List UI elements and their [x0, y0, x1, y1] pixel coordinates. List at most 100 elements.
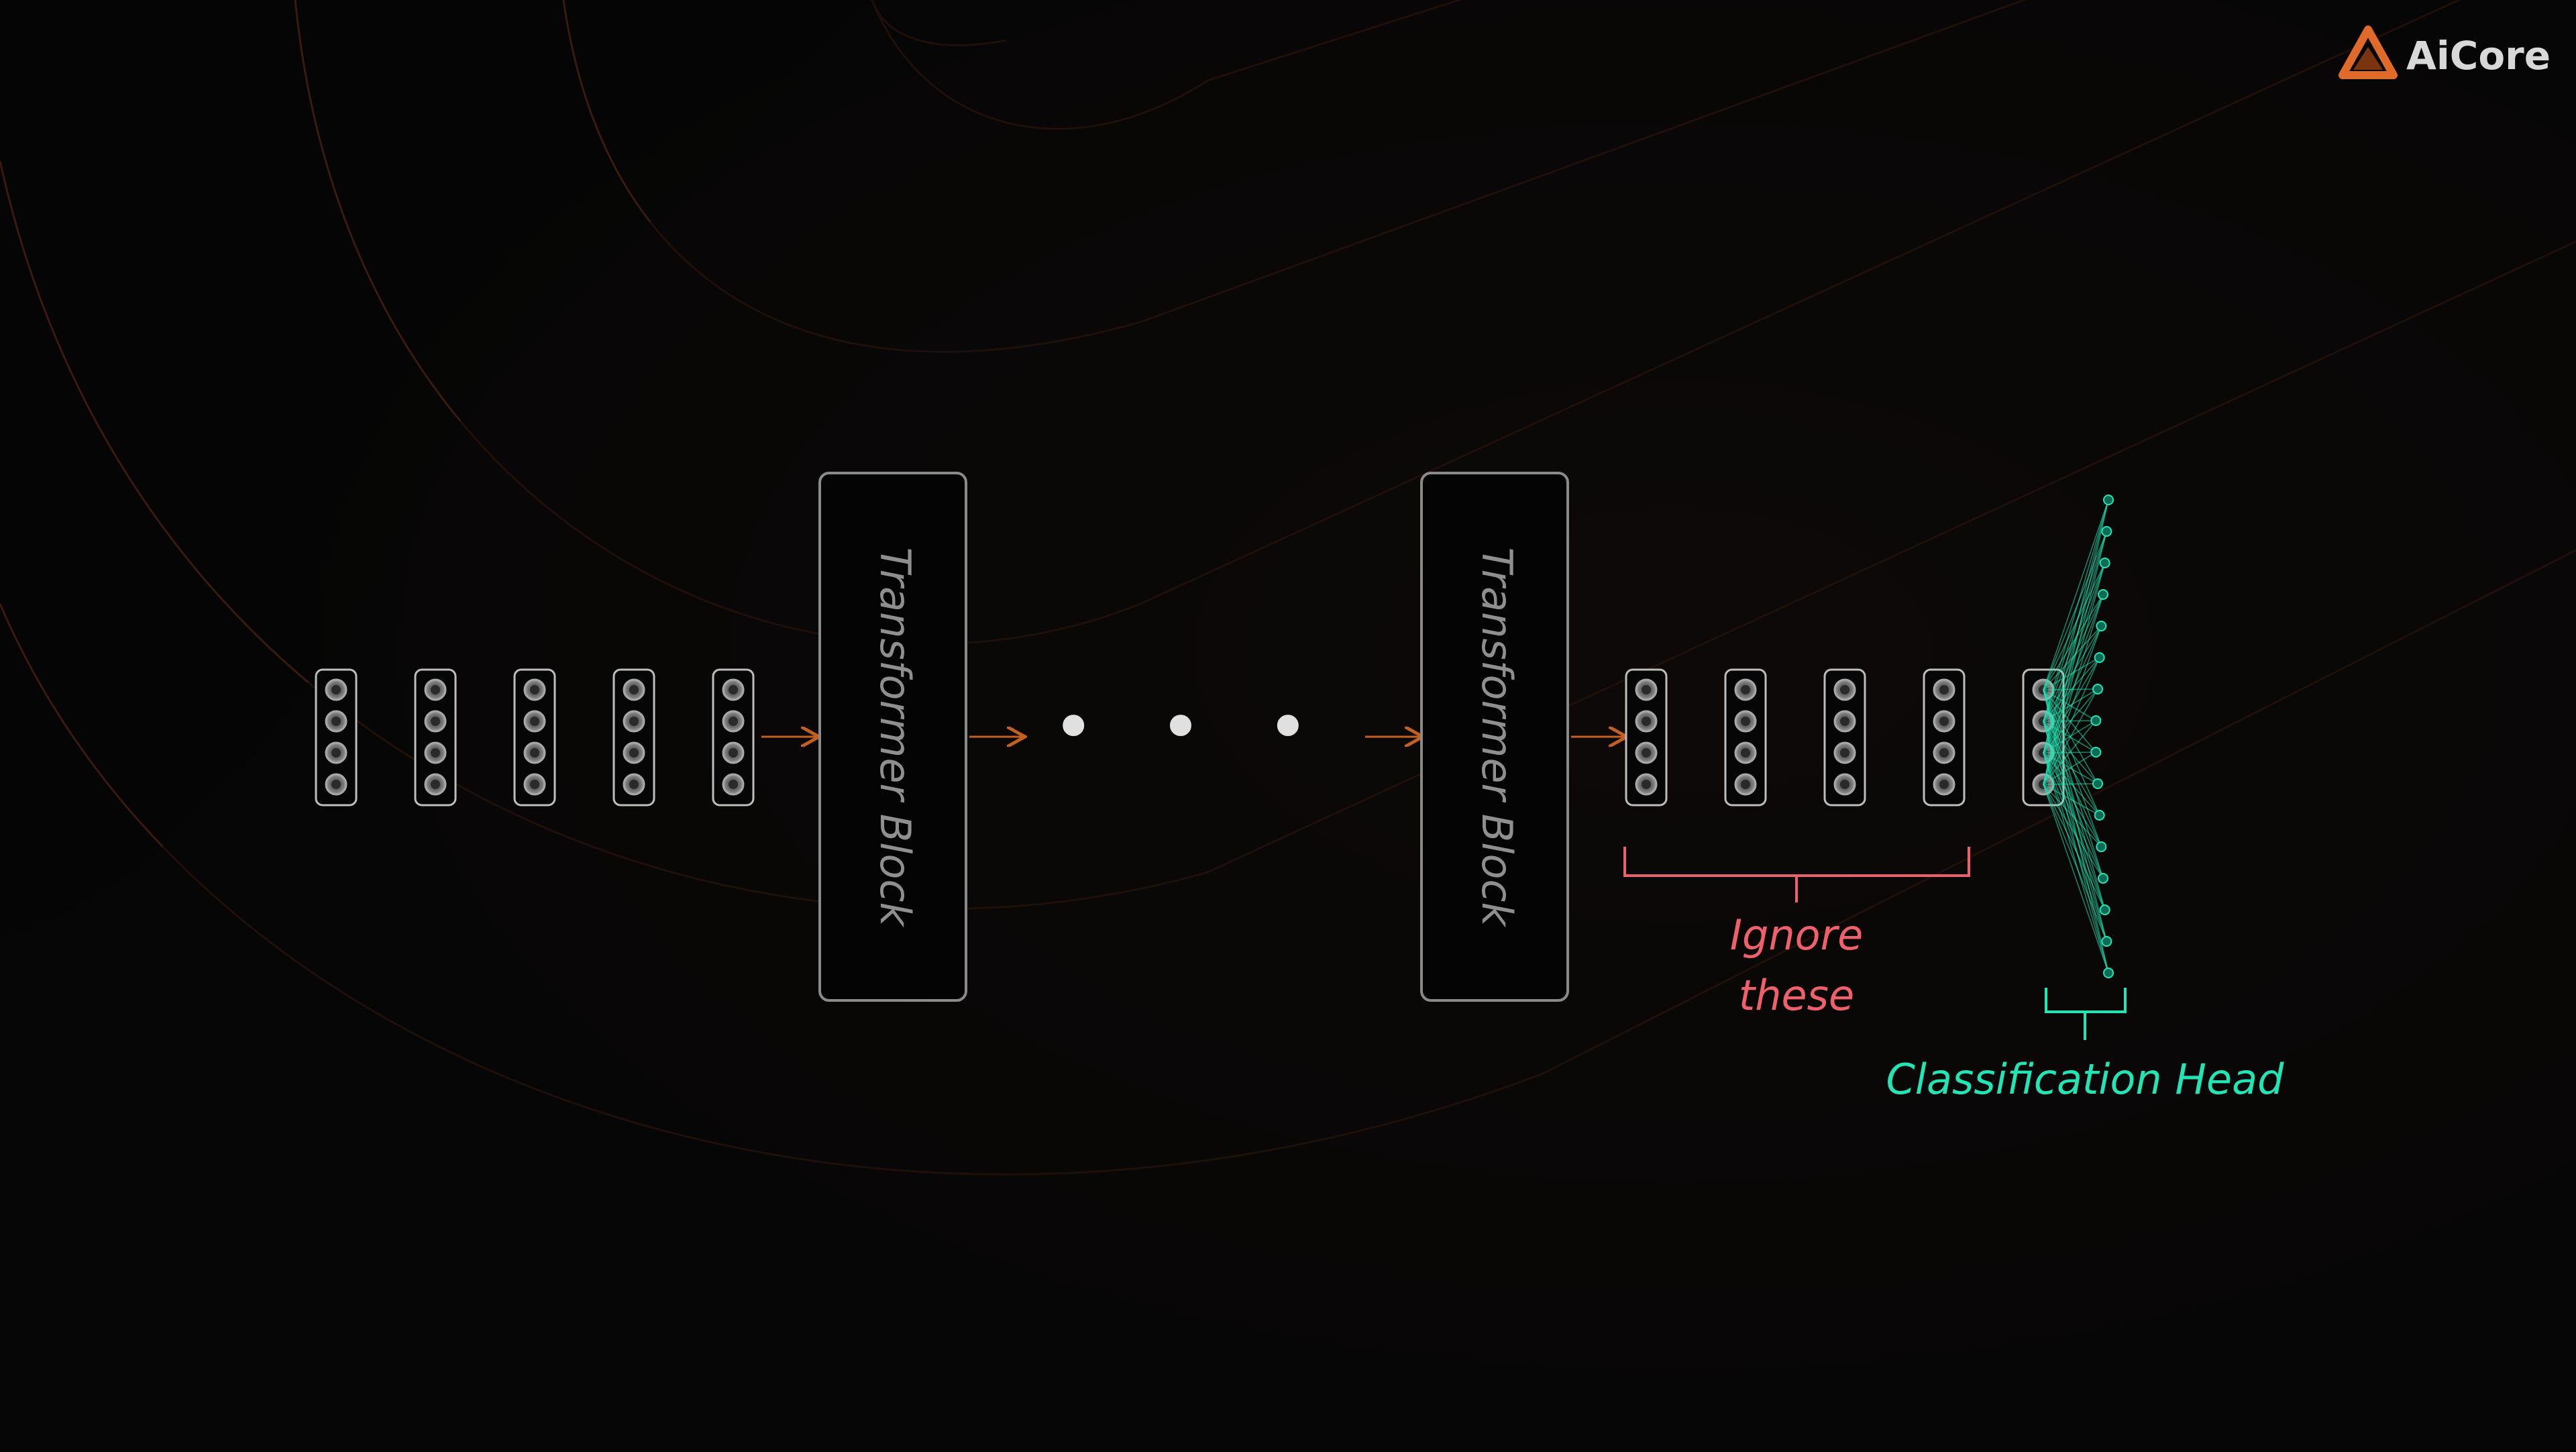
- input-token-5-node-core-2: [729, 717, 738, 726]
- transformer-block-2: Transformer Block: [1420, 472, 1569, 1002]
- head-connection-2-1: [2043, 499, 2109, 722]
- output-token-2-node-core-2: [1741, 717, 1750, 726]
- head-connection-4-14: [2043, 784, 2106, 911]
- head-connection-1-16: [2043, 689, 2109, 974]
- input-token-1-node-core-4: [331, 780, 341, 789]
- transformer-block-1-label: Transformer Block: [871, 548, 920, 928]
- output-token-1-node-core-4: [1642, 780, 1651, 789]
- head-connection-2-10: [2043, 721, 2098, 784]
- head-connection-3-11: [2043, 752, 2100, 816]
- input-token-1-node-core-3: [331, 748, 341, 758]
- head-connection-1-3: [2043, 562, 2106, 690]
- brand-name: AiCore: [2406, 33, 2551, 79]
- output-token-4-node-core-1: [1939, 685, 1949, 694]
- head-connection-3-12: [2043, 752, 2102, 847]
- head-output-node-7: [2092, 684, 2103, 694]
- input-tokens: [315, 668, 755, 807]
- head-connection-3-13: [2043, 752, 2104, 879]
- ignore-label-line-1: Ignore: [1730, 911, 1864, 960]
- output-token-4-node-core-2: [1939, 717, 1949, 726]
- output-token-2-node-core-3: [1741, 748, 1750, 758]
- head-connection-2-15: [2043, 721, 2108, 942]
- head-connection-1-6: [2043, 657, 2100, 690]
- classification-head-label: Classification Head: [1886, 1055, 2284, 1104]
- head-connection-1-10: [2043, 689, 2098, 784]
- head-output-node-4: [2098, 589, 2108, 600]
- head-connection-2-13: [2043, 721, 2104, 879]
- head-connection-4-13: [2043, 784, 2104, 879]
- head-connection-3-14: [2043, 752, 2106, 911]
- input-token-2: [414, 668, 457, 807]
- input-token-3-node-core-2: [530, 717, 539, 726]
- transformer-block-2-label: Transformer Block: [1472, 548, 1521, 928]
- output-token-2-node-core-4: [1741, 780, 1750, 789]
- input-token-2-node-core-3: [431, 748, 440, 758]
- output-token-1: [1625, 668, 1668, 807]
- head-connection-3-1: [2043, 499, 2109, 754]
- aicore-logo-icon: [2339, 25, 2398, 79]
- head-connection-4-15: [2043, 784, 2108, 942]
- output-token-2: [1724, 668, 1767, 807]
- head-connection-1-13: [2043, 689, 2104, 879]
- output-token-1-node-core-2: [1642, 717, 1651, 726]
- output-token-3-node-core-3: [1840, 748, 1849, 758]
- input-token-5: [712, 668, 755, 807]
- head-connection-2-4: [2043, 594, 2104, 722]
- output-token-3-node-core-2: [1840, 717, 1849, 726]
- input-token-5-node-core-3: [729, 748, 738, 758]
- output-token-1-node-core-1: [1642, 685, 1651, 694]
- output-token-1-node-core-3: [1642, 748, 1651, 758]
- layers-ellipsis: • • •: [1052, 684, 1330, 770]
- head-output-node-1: [2103, 495, 2114, 505]
- output-token-4: [1923, 668, 1966, 807]
- input-token-4: [612, 668, 655, 807]
- head-output-node-14: [2099, 904, 2110, 915]
- head-connection-1-9: [2043, 689, 2096, 753]
- head-output-node-11: [2094, 810, 2105, 821]
- classification-head-bracket: [2045, 988, 2127, 1040]
- head-output-node-3: [2099, 558, 2110, 568]
- ignore-bracket: [1623, 847, 1970, 902]
- head-output-node-9: [2090, 747, 2102, 758]
- input-token-4-node-core-3: [629, 748, 639, 758]
- input-token-4-node-core-1: [629, 685, 639, 694]
- head-connection-1-11: [2043, 689, 2100, 816]
- head-connection-2-14: [2043, 721, 2106, 911]
- head-output-node-5: [2096, 621, 2107, 631]
- head-connection-3-15: [2043, 752, 2108, 942]
- input-token-3-node-core-4: [530, 780, 539, 789]
- head-connection-1-12: [2043, 689, 2102, 847]
- head-output-node-16: [2103, 968, 2114, 978]
- input-token-1: [315, 668, 358, 807]
- aicore-logo: AiCore: [2339, 25, 2551, 79]
- head-connection-2-16: [2043, 721, 2109, 974]
- output-token-3-node-core-1: [1840, 685, 1849, 694]
- output-token-2-node-core-1: [1741, 685, 1750, 694]
- head-connection-4-2: [2043, 531, 2108, 785]
- aicore-logo-inner-icon: [2353, 47, 2383, 70]
- output-token-3-node-core-4: [1840, 780, 1849, 789]
- head-connection-1-15: [2043, 689, 2108, 942]
- input-token-5-node-core-4: [729, 780, 738, 789]
- head-output-node-15: [2101, 936, 2112, 947]
- input-token-2-node-core-2: [431, 717, 440, 726]
- input-token-5-node-core-1: [729, 685, 738, 694]
- input-token-1-node-core-1: [331, 685, 341, 694]
- input-token-4-node-core-2: [629, 717, 639, 726]
- input-token-3-node-core-1: [530, 685, 539, 694]
- input-token-2-node-core-1: [431, 685, 440, 694]
- head-connection-2-3: [2043, 562, 2106, 722]
- input-token-1-node-core-2: [331, 717, 341, 726]
- input-token-4-node-core-4: [629, 780, 639, 789]
- head-output-node-13: [2098, 873, 2108, 884]
- head-output-node-2: [2101, 526, 2112, 537]
- head-connection-1-1: [2043, 499, 2109, 690]
- head-connection-1-14: [2043, 689, 2106, 911]
- ignore-label-line-2: these: [1739, 971, 1854, 1020]
- output-token-4-node-core-4: [1939, 780, 1949, 789]
- head-connection-4-16: [2043, 784, 2109, 974]
- head-connection-1-8: [2043, 689, 2096, 721]
